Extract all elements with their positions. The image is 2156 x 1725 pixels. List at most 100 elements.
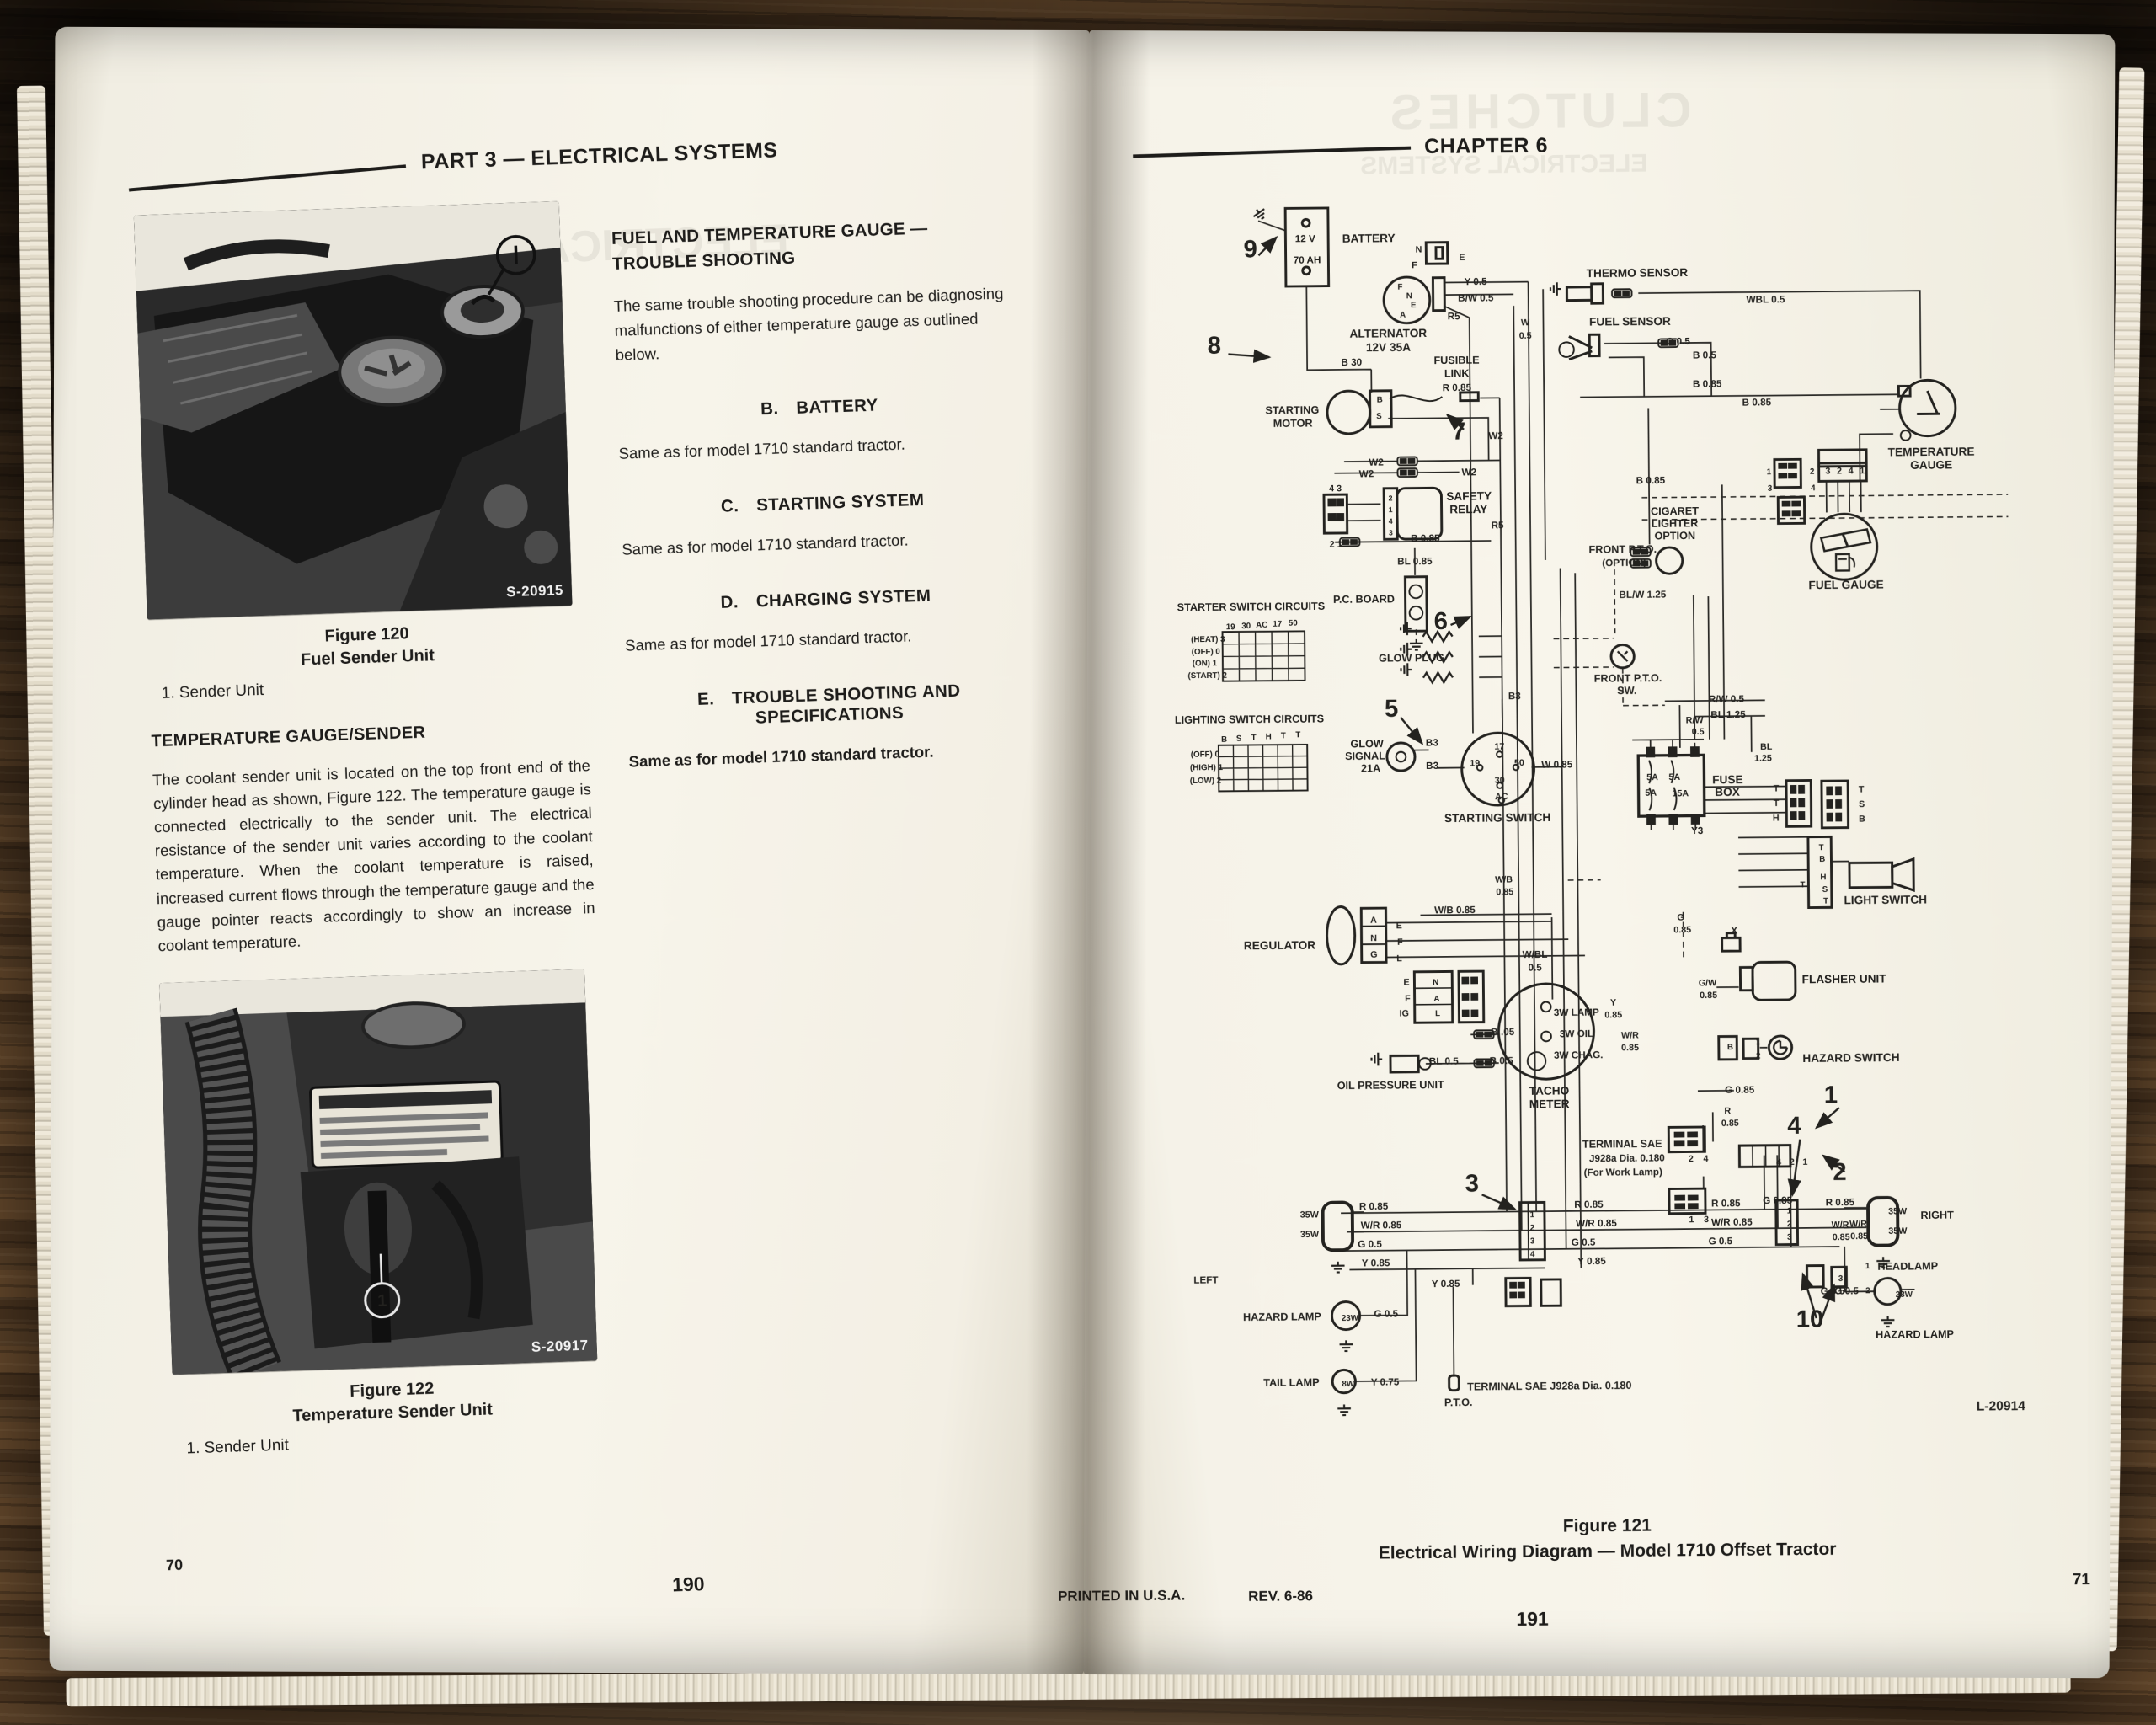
diagram-label: L xyxy=(1435,1009,1440,1018)
diagram-label: 5A xyxy=(1645,788,1657,798)
diagram-label: B3 xyxy=(1508,691,1522,702)
diagram-label: 3 xyxy=(1704,1215,1709,1225)
diagram-label: 1 xyxy=(1756,1038,1761,1047)
diagram-label: G xyxy=(1677,913,1684,923)
diagram-label: B 0.85 xyxy=(1742,397,1772,408)
diagram-label: Y 0.85 xyxy=(1362,1258,1390,1268)
diagram-label: T xyxy=(1859,785,1865,795)
diagram-label: 2 xyxy=(1689,1154,1694,1164)
diagram-label: Y 0.85 xyxy=(1432,1279,1460,1290)
diagram-label: B xyxy=(1377,395,1383,404)
diagram-label: G 0.5 xyxy=(1572,1237,1596,1248)
diagram-label: 5A xyxy=(1646,772,1658,782)
diagram-label: W/B xyxy=(1495,875,1513,885)
diagram-label: R 0.85 xyxy=(1359,1201,1389,1212)
diagram-label: 3W LAMP xyxy=(1554,1007,1599,1018)
diagram-label: Y 0.85 xyxy=(1577,1256,1606,1267)
diagram-label: 2 xyxy=(1865,1286,1870,1295)
diagram-label: P.C. BOARD xyxy=(1333,593,1395,606)
diagram-label: FUSE xyxy=(1712,773,1743,786)
diagram-label: 1 xyxy=(1865,1262,1870,1271)
open-book: ELECTRICAL SYSTEMS PART 3 — ELECTRICAL S… xyxy=(16,26,2145,1707)
section-title: B. BATTERY xyxy=(760,396,879,419)
diagram-label: B 30 xyxy=(1341,357,1362,368)
diagram-label: R xyxy=(1724,1106,1731,1116)
diagram-label: G 0.85 xyxy=(1763,1195,1793,1206)
right-outer-page-number: 71 xyxy=(2072,1571,2091,1589)
diagram-label: REGULATOR xyxy=(1244,939,1315,953)
diagram-label: 12V 35A xyxy=(1366,341,1411,354)
diagram-label: 30 xyxy=(1495,776,1505,786)
diagram-label: 3 xyxy=(1787,1233,1792,1242)
diagram-label: 1 xyxy=(1860,466,1865,476)
diagram-label: 15A xyxy=(1672,788,1689,798)
diagram-label: 3 xyxy=(1389,528,1393,537)
diagram-label: 1 xyxy=(1389,505,1393,514)
diagram-label: 35W xyxy=(1888,1206,1908,1216)
diagram-label: 2 xyxy=(1787,1220,1792,1229)
left-page-header: PART 3 — ELECTRICAL SYSTEMS xyxy=(128,131,987,192)
diagram-label: TERMINAL SAE xyxy=(1582,1138,1662,1151)
part-title: PART 3 — ELECTRICAL SYSTEMS xyxy=(420,137,778,174)
diagram-label: 3 xyxy=(1768,484,1773,494)
diagram-label: 3W CHAG. xyxy=(1554,1049,1604,1061)
diagram-label: 2 xyxy=(1837,466,1842,476)
diagram-label: 4 xyxy=(1849,466,1854,476)
diagram-label: FRONT P.T.O. xyxy=(1594,672,1662,685)
diagram-label: (OFF) 0 xyxy=(1191,750,1220,759)
diagram-label: N xyxy=(1370,933,1377,943)
diagram-label: L xyxy=(1396,953,1402,964)
diagram-label: F xyxy=(1412,260,1417,270)
diagram-label: T xyxy=(1774,798,1780,809)
trouble-shooting-heading: FUEL AND TEMPERATURE GAUGE — TROUBLE SHO… xyxy=(611,218,928,274)
diagram-label: 3 xyxy=(1465,1170,1480,1197)
diagram-label: W 0.85 xyxy=(1541,759,1573,770)
diagram-label: G 0.5 xyxy=(1374,1309,1398,1320)
diagram-label: G 0.5 xyxy=(1709,1236,1733,1247)
diagram-label: W/R xyxy=(1621,1030,1639,1040)
diagram-label: TEMPERATURE xyxy=(1888,446,1975,459)
section-body: Same as for model 1710 standard tractor. xyxy=(622,531,909,559)
diagram-label: S xyxy=(1376,412,1382,421)
diagram-label: BATTERY xyxy=(1342,232,1396,245)
diagram-label: W xyxy=(1521,318,1530,328)
diagram-label: T xyxy=(1800,880,1805,889)
diagram-label: (OFF) 0 xyxy=(1192,648,1221,657)
engine-photo-art: 1 xyxy=(159,969,598,1375)
diagram-label: 2 xyxy=(1790,1157,1795,1167)
diagram-label: 2 xyxy=(1756,1052,1761,1061)
diagram-label: FRONT P.T.O. xyxy=(1588,543,1657,556)
diagram-label: GAUGE xyxy=(1910,458,1952,471)
diagram-label: B 0.5 xyxy=(1693,350,1717,360)
diagram-label: RELAY xyxy=(1449,503,1487,515)
diagram-label: 0.85 xyxy=(1833,1232,1850,1242)
diagram-label: T xyxy=(1281,731,1286,740)
diagram-label: (LOW) 2 xyxy=(1190,777,1222,786)
diagram-label: 1 xyxy=(1787,1206,1792,1215)
header-rule xyxy=(1133,146,1412,158)
diagram-label: 2 xyxy=(1530,1224,1535,1233)
diagram-label: W2 xyxy=(1462,467,1477,478)
diagram-label: SW. xyxy=(1617,685,1636,697)
diagram-label: 0.85 xyxy=(1496,887,1513,897)
diagram-label: 0.85 xyxy=(1673,925,1691,935)
diagram-label: W/BL xyxy=(1522,949,1547,960)
left-outer-page-number: 70 xyxy=(165,1556,184,1574)
diagram-label: HAZARD LAMP xyxy=(1243,1311,1321,1323)
diagram-label: 8 xyxy=(1207,333,1221,360)
figure-120-item: 1. Sender Unit xyxy=(161,681,264,702)
diagram-label: Y xyxy=(1610,998,1616,1008)
diagram-label: 1 xyxy=(1802,1157,1807,1167)
diagram-label: W2 xyxy=(1369,457,1384,468)
diagram-label: 3 xyxy=(1825,467,1830,477)
right-page-header: CHAPTER 6 xyxy=(1133,130,2042,162)
diagram-label: A xyxy=(1370,916,1377,926)
diagram-label: HAZARD LAMP xyxy=(1876,1328,1954,1341)
diagram-label: 9 xyxy=(1243,236,1257,263)
diagram-label: R5 xyxy=(1448,311,1461,322)
header-rule xyxy=(128,164,407,192)
temperature-gauge-paragraph: The coolant sender unit is located on th… xyxy=(152,756,595,955)
